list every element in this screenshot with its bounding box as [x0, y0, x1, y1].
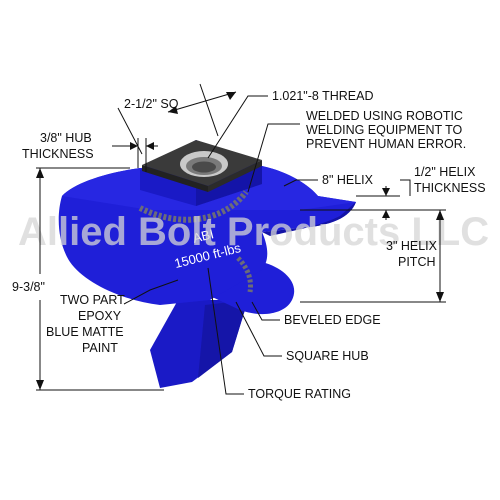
- callout-paint-4: PAINT: [82, 341, 118, 355]
- nut-plate-edge-right: [208, 160, 262, 192]
- callout-helix-dia: 8" HELIX: [322, 173, 374, 187]
- callout-hub-thickness-2: THICKNESS: [22, 147, 94, 161]
- weld-bead: [138, 190, 249, 223]
- callout-helix-thickness-2: THICKNESS: [414, 181, 486, 195]
- hub-block-side: [196, 164, 262, 206]
- callout-helix-pitch-2: PITCH: [398, 255, 436, 269]
- callout-paint-3: BLUE MATTE: [46, 325, 124, 339]
- shaft-shadow: [198, 300, 248, 378]
- nut-plate-edge: [142, 165, 208, 192]
- leader-lines: [36, 83, 446, 395]
- helix-edge-shade: [262, 202, 356, 236]
- thread-bore-core: [192, 161, 216, 173]
- callout-helix-pitch-1: 3" HELIX: [386, 239, 438, 253]
- watermark: Allied Bolt Products LLC: [18, 210, 489, 254]
- callout-height: 9-3/8": [12, 280, 45, 294]
- callout-hub-thickness-1: 3/8" HUB: [40, 131, 92, 145]
- callout-labels: 1.021"-8 THREAD 2-1/2" SQ WELDED USING R…: [12, 89, 486, 401]
- callout-paint-1: TWO PART: [60, 293, 125, 307]
- callout-beveled-edge: BEVELED EDGE: [284, 313, 381, 327]
- callout-square-hub: SQUARE HUB: [286, 349, 369, 363]
- helical-pier-cap: ABI 15000 ft-lbs: [58, 140, 356, 388]
- callout-welded-1: WELDED USING ROBOTIC: [306, 109, 463, 123]
- callout-torque-rating: TORQUE RATING: [248, 387, 351, 401]
- callout-thread: 1.021"-8 THREAD: [272, 89, 373, 103]
- arrowheads: [36, 92, 444, 390]
- callout-paint-2: EPOXY: [78, 309, 122, 323]
- callout-welded-2: WELDING EQUIPMENT TO: [306, 123, 463, 137]
- brand-marking: ABI: [191, 226, 215, 246]
- callout-welded-3: PREVENT HUMAN ERROR.: [306, 137, 466, 151]
- callout-square: 2-1/2" SQ: [124, 97, 179, 111]
- callout-helix-thickness-1: 1/2" HELIX: [414, 165, 476, 179]
